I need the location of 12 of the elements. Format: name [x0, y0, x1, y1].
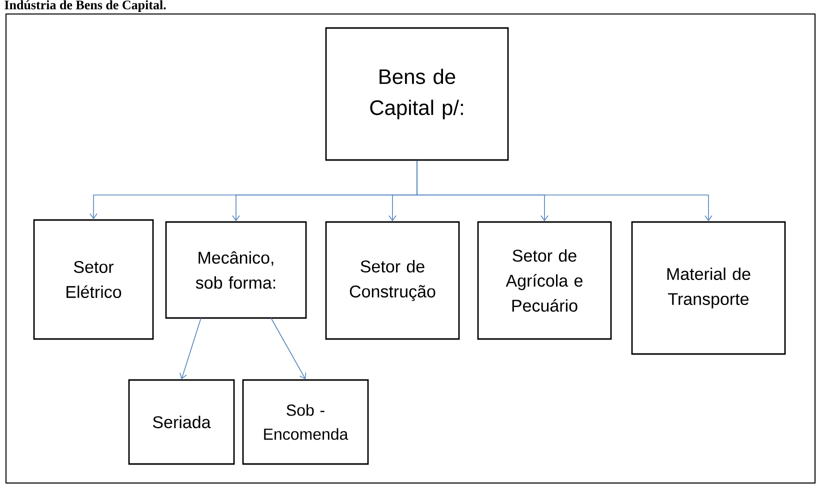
box: Mecânico, sob forma: [165, 221, 307, 319]
box: Seriada [128, 379, 235, 465]
arrow [180, 318, 202, 380]
arrow [416, 160, 712, 222]
box: Setor Elétrico [33, 219, 154, 340]
box: Bens de Capital p/: [325, 27, 509, 161]
arrow [270, 318, 306, 380]
box: Setor de Construção [325, 221, 460, 340]
box: Material de Transporte [631, 221, 786, 355]
box: Sob - Encomenda [242, 379, 369, 465]
title: Indústria de Bens de Capital. [4, 0, 166, 12]
box: Setor de Agrícola e Pecuário [477, 221, 612, 340]
